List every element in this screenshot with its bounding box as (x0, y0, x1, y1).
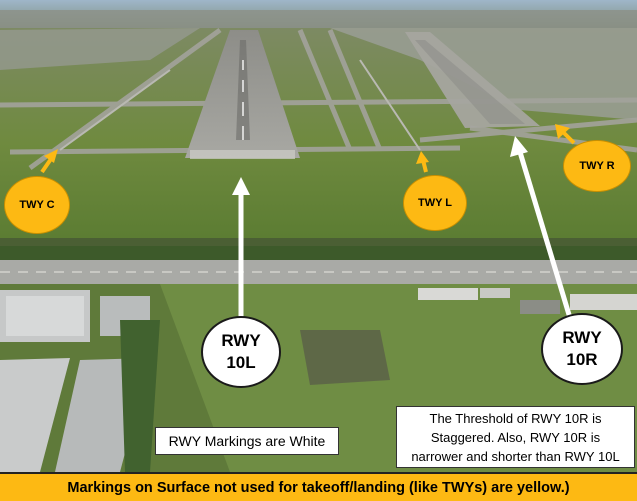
rwy-10l-callout: RWY 10L (201, 316, 281, 388)
threshold-note-line1: The Threshold of RWY 10R is (429, 411, 602, 426)
tree-line (0, 246, 637, 260)
rwy-10r-callout: RWY 10R (541, 313, 623, 385)
rwy-10l-line1: RWY (221, 331, 261, 350)
rwy-10l-line2: 10L (226, 353, 256, 372)
markings-white-note: RWY Markings are White (155, 427, 339, 455)
warehouses (0, 290, 160, 472)
threshold-note-line2: Staggered. Also, RWY 10R is (430, 430, 601, 445)
threshold-note: The Threshold of RWY 10R is Staggered. A… (396, 406, 635, 468)
banner-text: Markings on Surface not used for takeoff… (67, 479, 570, 496)
twy-l-label: TWY L (417, 197, 452, 209)
twy-c-label: TWY C (19, 199, 55, 211)
rwy-10r-line2: 10R (566, 350, 598, 369)
twy-r-callout: TWY R (563, 140, 631, 192)
yellow-markings-banner: Markings on Surface not used for takeoff… (0, 472, 637, 501)
twy-r-label: TWY R (579, 160, 615, 172)
rwy-10r-line1: RWY (562, 328, 602, 347)
threshold-note-line3: narrower and shorter than RWY 10L (411, 449, 620, 464)
arrows (40, 124, 576, 319)
twy-c-callout: TWY C (4, 176, 70, 234)
markings-white-text: RWY Markings are White (168, 433, 326, 449)
twy-l-callout: TWY L (403, 175, 467, 231)
